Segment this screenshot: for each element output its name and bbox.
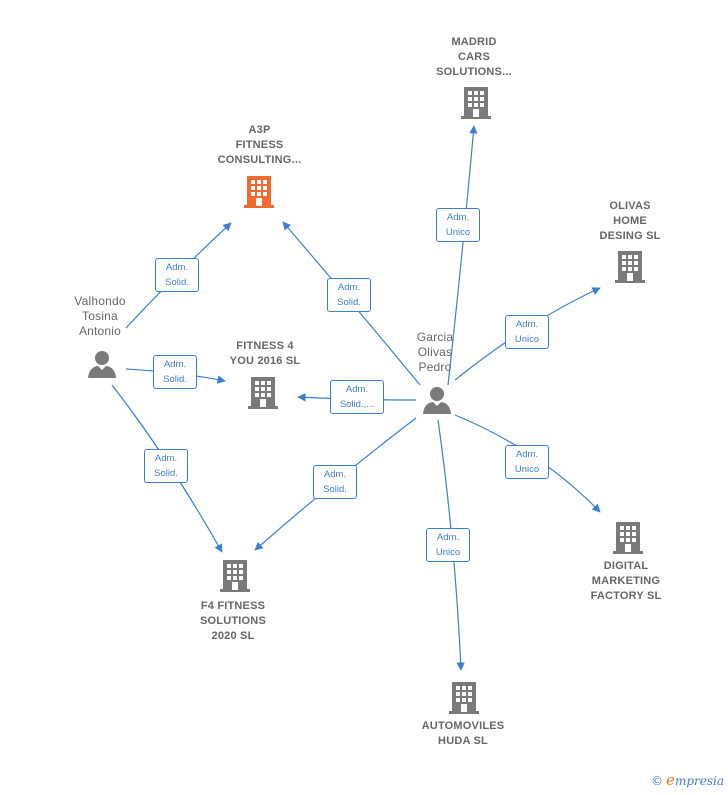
label-line: Solid.: [323, 484, 347, 495]
link-garcia-madrid: [447, 125, 478, 386]
node-label-madrid-cars[interactable]: MADRID CARS SOLUTIONS...: [424, 35, 524, 80]
node-label-automoviles-huda[interactable]: AUTOMOVILES HUDA SL: [413, 719, 513, 749]
label-line: Adm.: [165, 262, 189, 273]
label-line: Solid.,...: [339, 399, 375, 410]
label-line: FACTORY SL: [590, 590, 662, 602]
label-line: YOU 2016 SL: [229, 355, 301, 367]
building-icon[interactable]: [461, 85, 491, 119]
label-line: OLIVAS: [609, 200, 651, 212]
node-label-olivas-home[interactable]: OLIVAS HOME DESING SL: [585, 199, 675, 244]
node-label-f4-fitness[interactable]: F4 FITNESS SOLUTIONS 2020 SL: [188, 599, 278, 644]
label-line: HOME: [613, 215, 647, 227]
node-label-a3p[interactable]: A3P FITNESS CONSULTING...: [202, 123, 317, 168]
label-line: FITNESS: [235, 139, 284, 151]
label-line: Adm.: [515, 319, 539, 330]
label-line: Unico: [514, 464, 540, 475]
label-line: Tosina: [82, 309, 118, 323]
node-label-fitness4you[interactable]: FITNESS 4 YOU 2016 SL: [220, 339, 310, 369]
role-badge-f4-garcia[interactable]: Adm. Solid.: [313, 465, 357, 499]
label-line: Antonio: [78, 324, 122, 338]
label-line: MARKETING: [591, 575, 661, 587]
person-icon[interactable]: [87, 349, 117, 379]
label-line: MADRID: [451, 36, 497, 48]
label-line: Olivas: [417, 345, 453, 359]
role-badge-olivas[interactable]: Adm. Unico: [505, 315, 549, 349]
label-line: SOLUTIONS: [200, 615, 266, 627]
label-line: Adm.: [323, 469, 347, 480]
brand-initial: e: [666, 771, 675, 789]
copyright-symbol: ©: [651, 774, 664, 788]
label-line: AUTOMOVILES: [421, 720, 505, 732]
role-badge-huda[interactable]: Adm. Unico: [426, 528, 470, 562]
label-line: Garcia: [416, 330, 454, 344]
node-label-digital-marketing[interactable]: DIGITAL MARKETING FACTORY SL: [576, 559, 676, 604]
label-line: Unico: [435, 547, 461, 558]
building-icon[interactable]: [248, 375, 278, 409]
role-badge-madrid[interactable]: Adm. Unico: [436, 208, 480, 242]
role-badge-a3p-valhondo[interactable]: Adm. Solid.: [155, 258, 199, 292]
label-line: Adm.: [154, 453, 178, 464]
label-line: Valhondo: [74, 294, 126, 308]
label-line: Solid.: [165, 277, 189, 288]
label-line: CONSULTING...: [217, 154, 302, 166]
person-icon[interactable]: [422, 385, 452, 415]
label-line: CARS: [458, 51, 490, 63]
role-badge-f4-valhondo[interactable]: Adm. Solid.: [144, 449, 188, 483]
label-line: Unico: [445, 227, 471, 238]
empresia-logo: ©empresia: [651, 771, 724, 789]
label-line: Adm.: [163, 359, 187, 370]
label-line: Solid.: [163, 374, 187, 385]
role-badge-digital[interactable]: Adm. Unico: [505, 445, 549, 479]
building-icon[interactable]: [449, 680, 479, 714]
label-line: Adm.: [515, 449, 539, 460]
role-badge-a3p-garcia[interactable]: Adm. Solid.: [327, 278, 371, 312]
role-badge-fitness4-valhondo[interactable]: Adm. Solid.: [153, 355, 197, 389]
label-line: DESING SL: [599, 230, 661, 242]
label-line: Unico: [514, 334, 540, 345]
label-line: F4 FITNESS: [200, 600, 266, 612]
label-line: DIGITAL: [603, 560, 649, 572]
label-line: Solid.: [337, 297, 361, 308]
label-line: Solid.: [154, 468, 178, 479]
label-line: Adm.: [436, 532, 460, 543]
label-line: Adm.: [446, 212, 470, 223]
label-line: 2020 SL: [211, 630, 255, 642]
building-icon[interactable]: [220, 558, 250, 592]
label-line: Adm.: [337, 282, 361, 293]
brand-name: mpresia: [674, 774, 724, 788]
label-line: HUDA SL: [438, 735, 488, 747]
label-line: Adm.: [345, 384, 369, 395]
building-icon[interactable]: [615, 249, 645, 283]
role-badge-fitness4-garcia[interactable]: Adm. Solid.,...: [330, 380, 384, 414]
label-line: Pedro: [418, 360, 452, 374]
label-line: SOLUTIONS...: [436, 66, 512, 78]
building-icon[interactable]: [613, 520, 643, 554]
label-line: A3P: [248, 124, 271, 136]
label-line: FITNESS 4: [236, 340, 294, 352]
building-icon[interactable]: [244, 174, 274, 208]
